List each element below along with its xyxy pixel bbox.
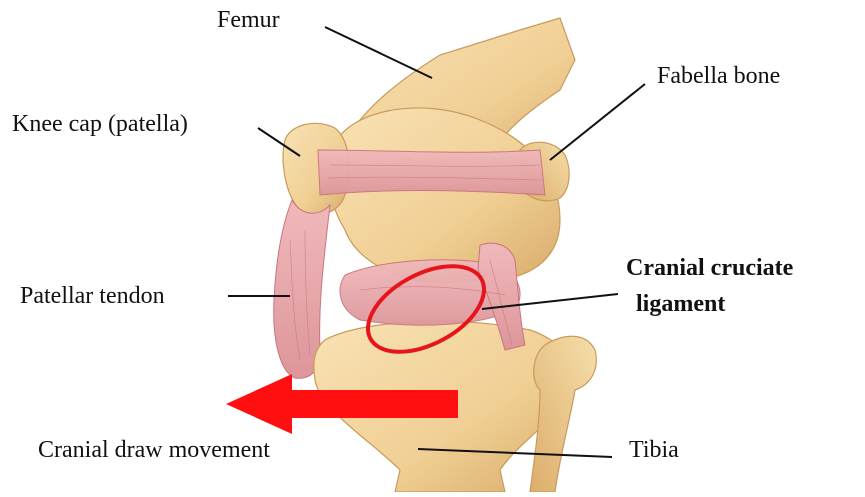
tibia-label: Tibia: [629, 438, 679, 463]
knee-cap-label: Knee cap (patella): [12, 112, 188, 137]
femur-label: Femur: [217, 8, 280, 33]
fabella-label: Fabella bone: [657, 64, 780, 89]
patellar-tendon-label: Patellar tendon: [20, 284, 165, 309]
femur-leader: [325, 27, 432, 78]
ccl-label-line2: ligament: [636, 292, 725, 317]
fibula-bone: [530, 336, 596, 492]
femoral-condyle: [328, 108, 560, 283]
cranial-draw-label: Cranial draw movement: [38, 438, 270, 463]
fabella-leader: [550, 84, 645, 160]
ccl-label-line1: Cranial cruciate: [626, 256, 793, 281]
upper-ligament-band: [318, 150, 545, 195]
